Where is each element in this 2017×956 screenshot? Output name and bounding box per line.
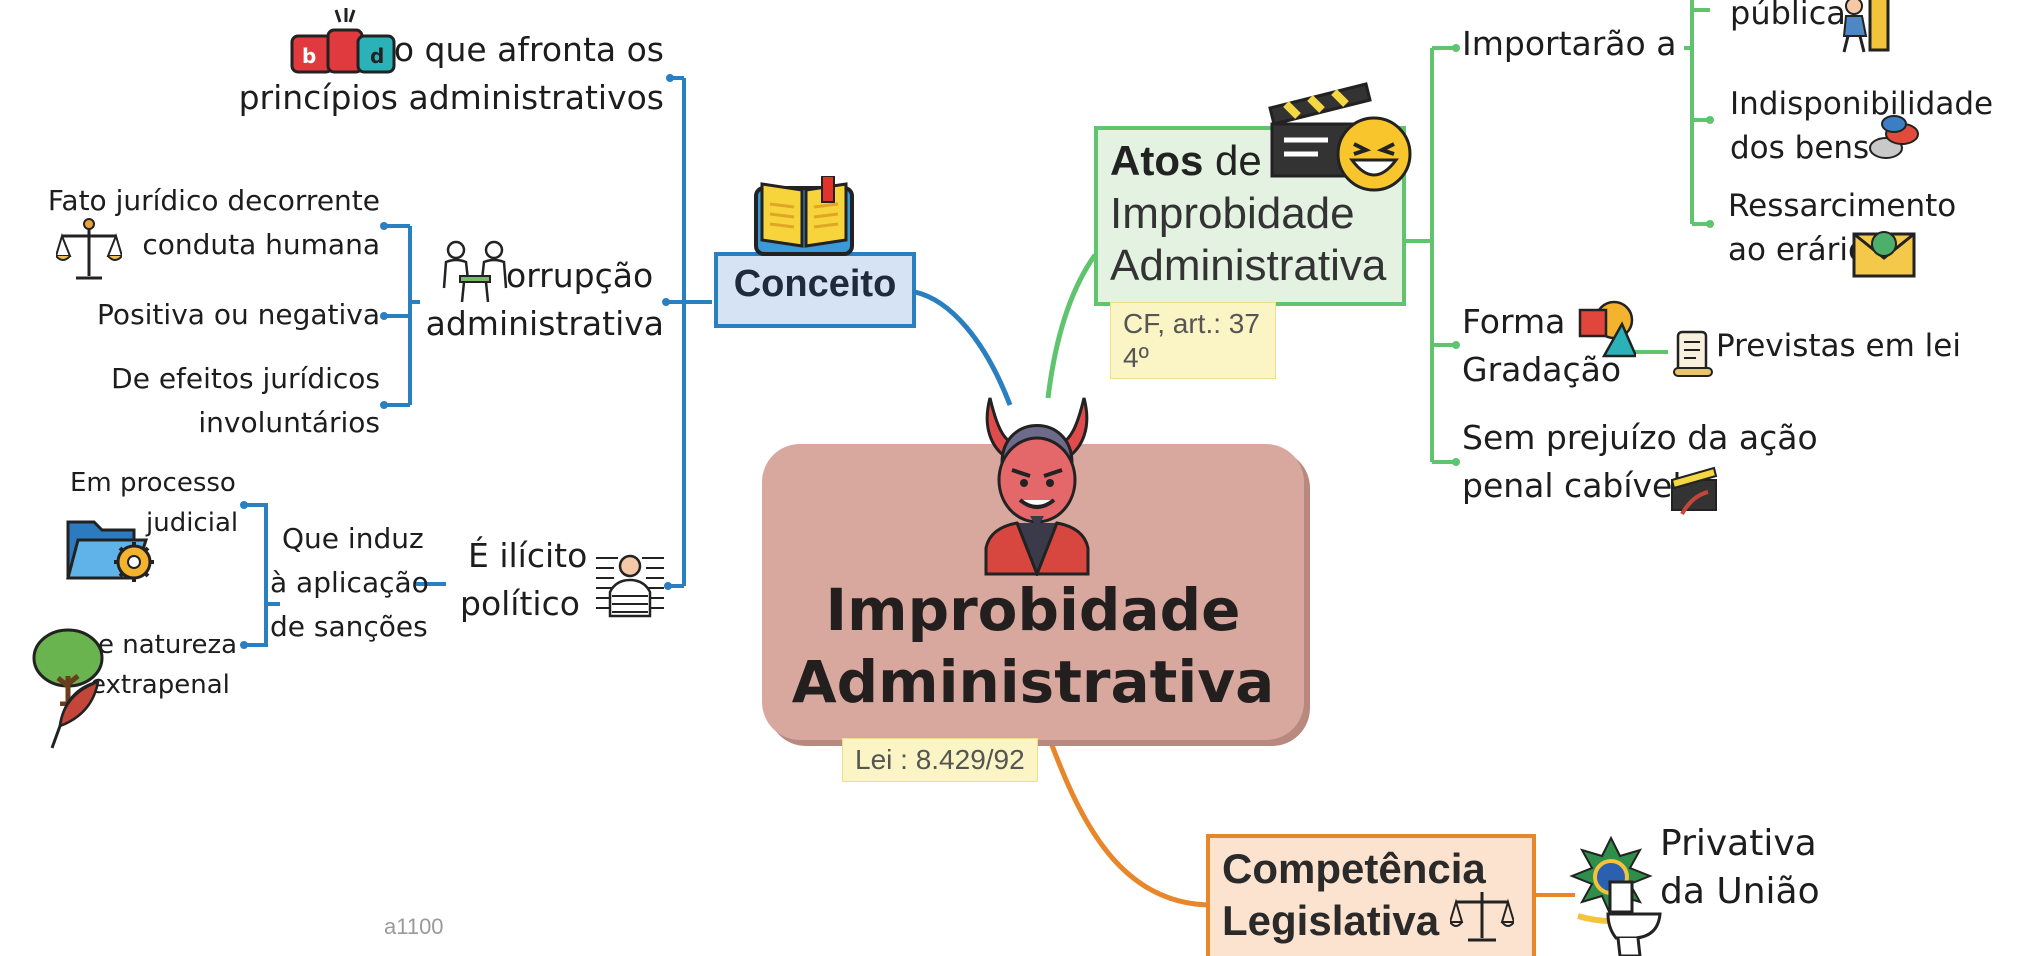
competencia-item-line2: da União (1660, 871, 1820, 912)
conceito-efeitos-line2: involuntários (198, 406, 380, 439)
atos-note: CF, art.: 37 4º (1110, 302, 1276, 380)
conceito-induz-line3: de sanções (270, 610, 428, 643)
conceito-title: Conceito (733, 263, 897, 305)
atos-title-rest: de (1203, 137, 1262, 184)
conceito-processo-line2: judicial (146, 508, 239, 538)
conceito-ilicito-line1: É ilícito (468, 536, 588, 575)
watermark: a1100 (384, 914, 444, 939)
central-title-line1: Improbidade (825, 576, 1241, 644)
atos-importarao: Importarão a (1462, 24, 1677, 63)
competencia-title-line1: Competência (1222, 845, 1486, 892)
shapes-icon (1578, 300, 1636, 358)
conceito-ato-line1: o que afronta os (393, 30, 664, 69)
atos-sem-line2: penal cabível (1462, 466, 1682, 505)
conceito-positiva: Positiva ou negativa (97, 298, 380, 331)
conceito-efeitos-line1: De efeitos jurídicos (111, 362, 380, 395)
central-title-line2: Administrativa (791, 648, 1275, 716)
conceito-induz-line1: Que induz (282, 522, 424, 555)
folder-gear-icon (66, 520, 154, 582)
atos-title-bold: Atos (1110, 137, 1204, 184)
atos-note-line2: 4º (1123, 341, 1149, 373)
conceito-fato-line2: conduta humana (142, 228, 380, 261)
competencia-item-line1: Privativa (1660, 823, 1817, 864)
conceito-induz-line2: à aplicação (270, 566, 429, 599)
competencia-title-line2: Legislativa (1222, 897, 1440, 944)
atos-forma-line1: Forma (1462, 302, 1566, 341)
balance-icon (1450, 892, 1514, 942)
atos-previstas: Previstas em lei (1716, 328, 1961, 364)
svg-text:d: d (370, 44, 384, 68)
scroll-icon (1673, 330, 1713, 377)
envelope-icon (1852, 231, 1916, 278)
atos-sem-line1: Sem prejuízo da ação (1462, 418, 1818, 457)
conceito-processo-line1: Em processo (70, 468, 236, 498)
atos-indisp-line2: dos bens (1730, 130, 1870, 166)
conceito-ilicito-line2: político (460, 584, 580, 623)
atos-publica: pública (1730, 0, 1846, 32)
feather-icon (50, 680, 100, 749)
atos-forma-line2: Gradação (1462, 350, 1622, 389)
atos-ressarc-line1: Ressarcimento (1728, 188, 1957, 224)
door-person-icon (1842, 0, 1890, 53)
conceito-fato-line1: Fato jurídico decorrente (47, 184, 380, 217)
book-icon (754, 176, 854, 256)
atos-indisp-line1: Indisponibilidade (1730, 86, 1994, 122)
meeting-icon (442, 240, 508, 303)
toilet-icon (1606, 880, 1662, 956)
ato-icon: b d (290, 8, 396, 74)
conceito-natureza-line2: extrapenal (90, 670, 230, 700)
conceito-natureza-line1: e natureza (98, 630, 238, 660)
conceito-corrupcao-line1: orrupção (506, 256, 654, 295)
devil-icon (984, 397, 1090, 576)
conceito-corrupcao-line2: administrativa (425, 304, 664, 343)
tree-icon (32, 628, 104, 706)
atos-ressarc-line2: ao erário (1728, 232, 1867, 268)
svg-text:b: b (302, 44, 316, 68)
prisoner-icon (596, 554, 664, 618)
atos-title-line1: Atos de (1110, 136, 1262, 186)
conceito-ato-line2: princípios administrativos (238, 78, 664, 117)
coins-icon (1869, 115, 1919, 159)
atos-title-line2: Improbidade (1110, 189, 1355, 238)
atos-note-line1: CF, art.: 37 (1123, 308, 1260, 339)
laughing-emoji-icon (1336, 116, 1412, 192)
central-note: Lei : 8.429/92 (842, 738, 1038, 782)
atos-title-line3: Administrativa (1110, 241, 1387, 290)
scales-icon (56, 218, 122, 280)
clapperboard-feather-icon (1670, 466, 1718, 516)
